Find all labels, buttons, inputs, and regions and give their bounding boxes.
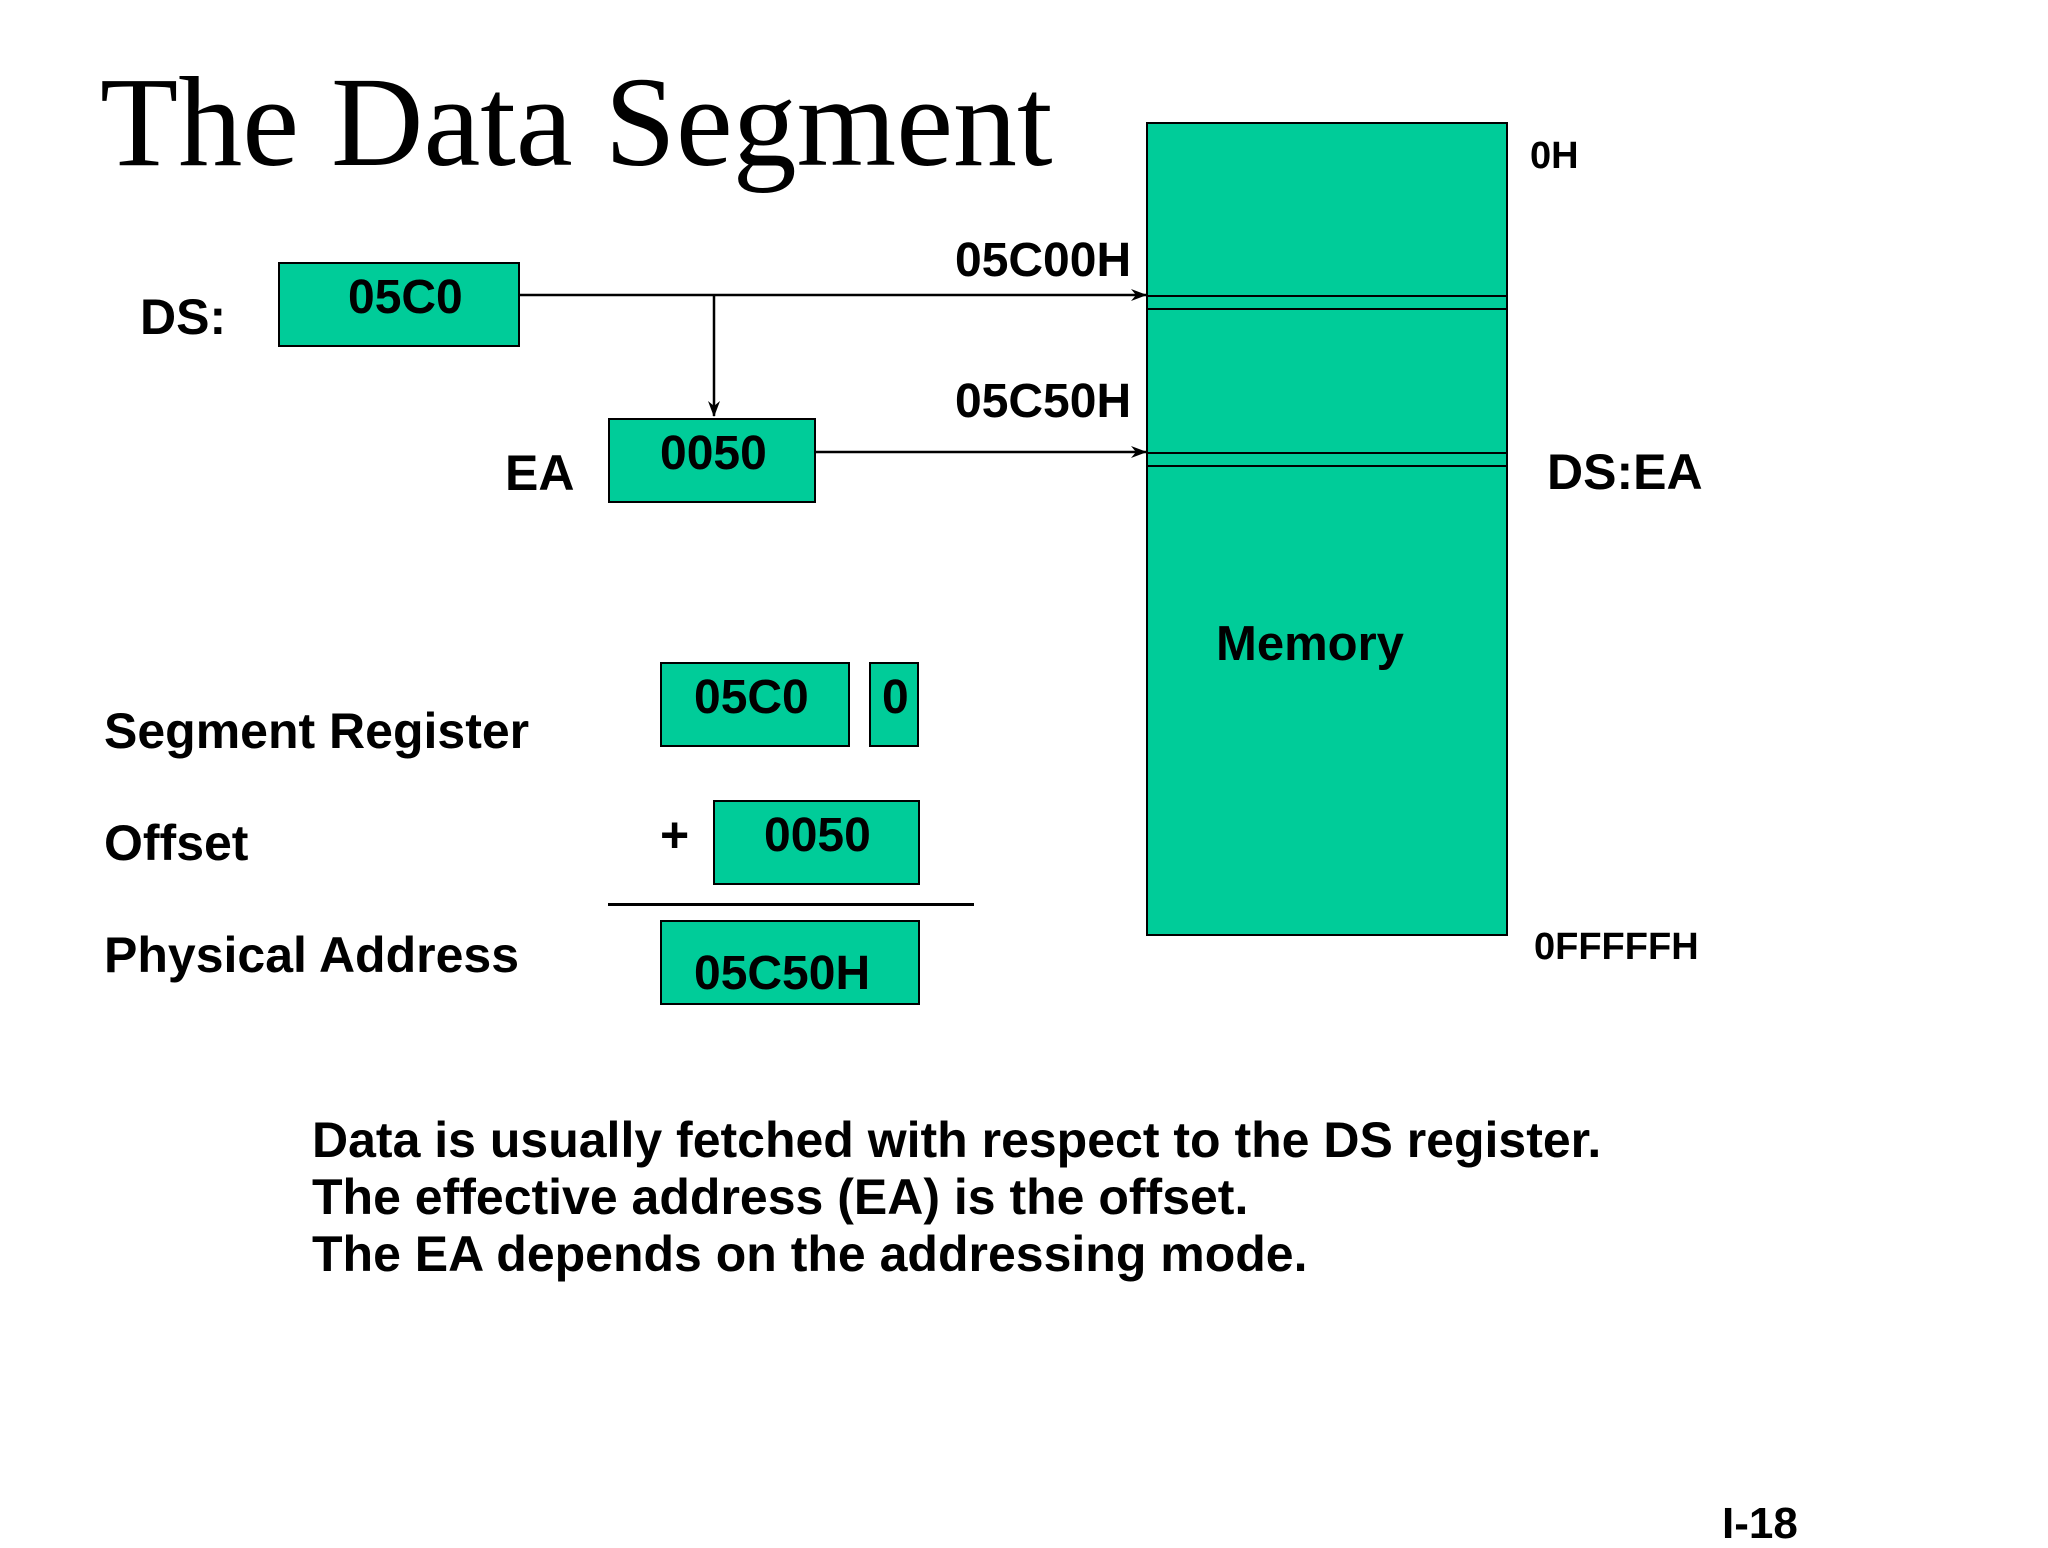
slide-title: The Data Segment: [100, 51, 1053, 193]
segment-start-marker-bottom: [1146, 308, 1508, 310]
physical-address-value: 05C50H: [694, 947, 871, 1000]
plus-sign: +: [660, 807, 690, 863]
ds-register-value: 05C0: [348, 271, 463, 324]
target-marker-bottom: [1146, 465, 1508, 467]
ea-register-box: [608, 418, 816, 503]
sum-line: [608, 903, 974, 906]
physical-address-box: [660, 920, 920, 1005]
appended-zero: 0: [882, 671, 909, 724]
memory-block: [1146, 122, 1508, 936]
offset-value-box: [713, 800, 920, 885]
memory-bottom-address: 0FFFFFH: [1534, 926, 1699, 968]
ds-label: DS:: [140, 289, 227, 345]
segment-value: 05C0: [694, 671, 809, 724]
page-number: I-18: [1722, 1499, 1798, 1548]
note-line: The effective address (EA) is the offset…: [312, 1169, 1249, 1225]
ea-register-value: 0050: [660, 427, 767, 480]
segment-start-marker-top: [1146, 295, 1508, 297]
ds-ea-pointer-label: DS:EA: [1547, 444, 1703, 500]
segment-value-box: [660, 662, 850, 747]
memory-top-address: 0H: [1530, 135, 1579, 177]
note-line: Data is usually fetched with respect to …: [312, 1112, 1602, 1168]
appended-zero-box: [869, 662, 919, 747]
ea-label: EA: [505, 445, 575, 501]
target-marker-top: [1146, 452, 1508, 454]
physical-address-label: Physical Address: [104, 927, 520, 983]
offset-label: Offset: [104, 815, 249, 871]
memory-label: Memory: [1216, 617, 1404, 671]
segment-start-address: 05C00H: [955, 234, 1132, 287]
ds-register-box: [278, 262, 520, 347]
note-line: The EA depends on the addressing mode.: [312, 1226, 1308, 1282]
segment-register-label: Segment Register: [104, 703, 530, 759]
offset-value: 0050: [764, 809, 871, 862]
notes: Data is usually fetched with respect to …: [312, 1112, 1601, 1283]
target-address: 05C50H: [955, 375, 1132, 428]
